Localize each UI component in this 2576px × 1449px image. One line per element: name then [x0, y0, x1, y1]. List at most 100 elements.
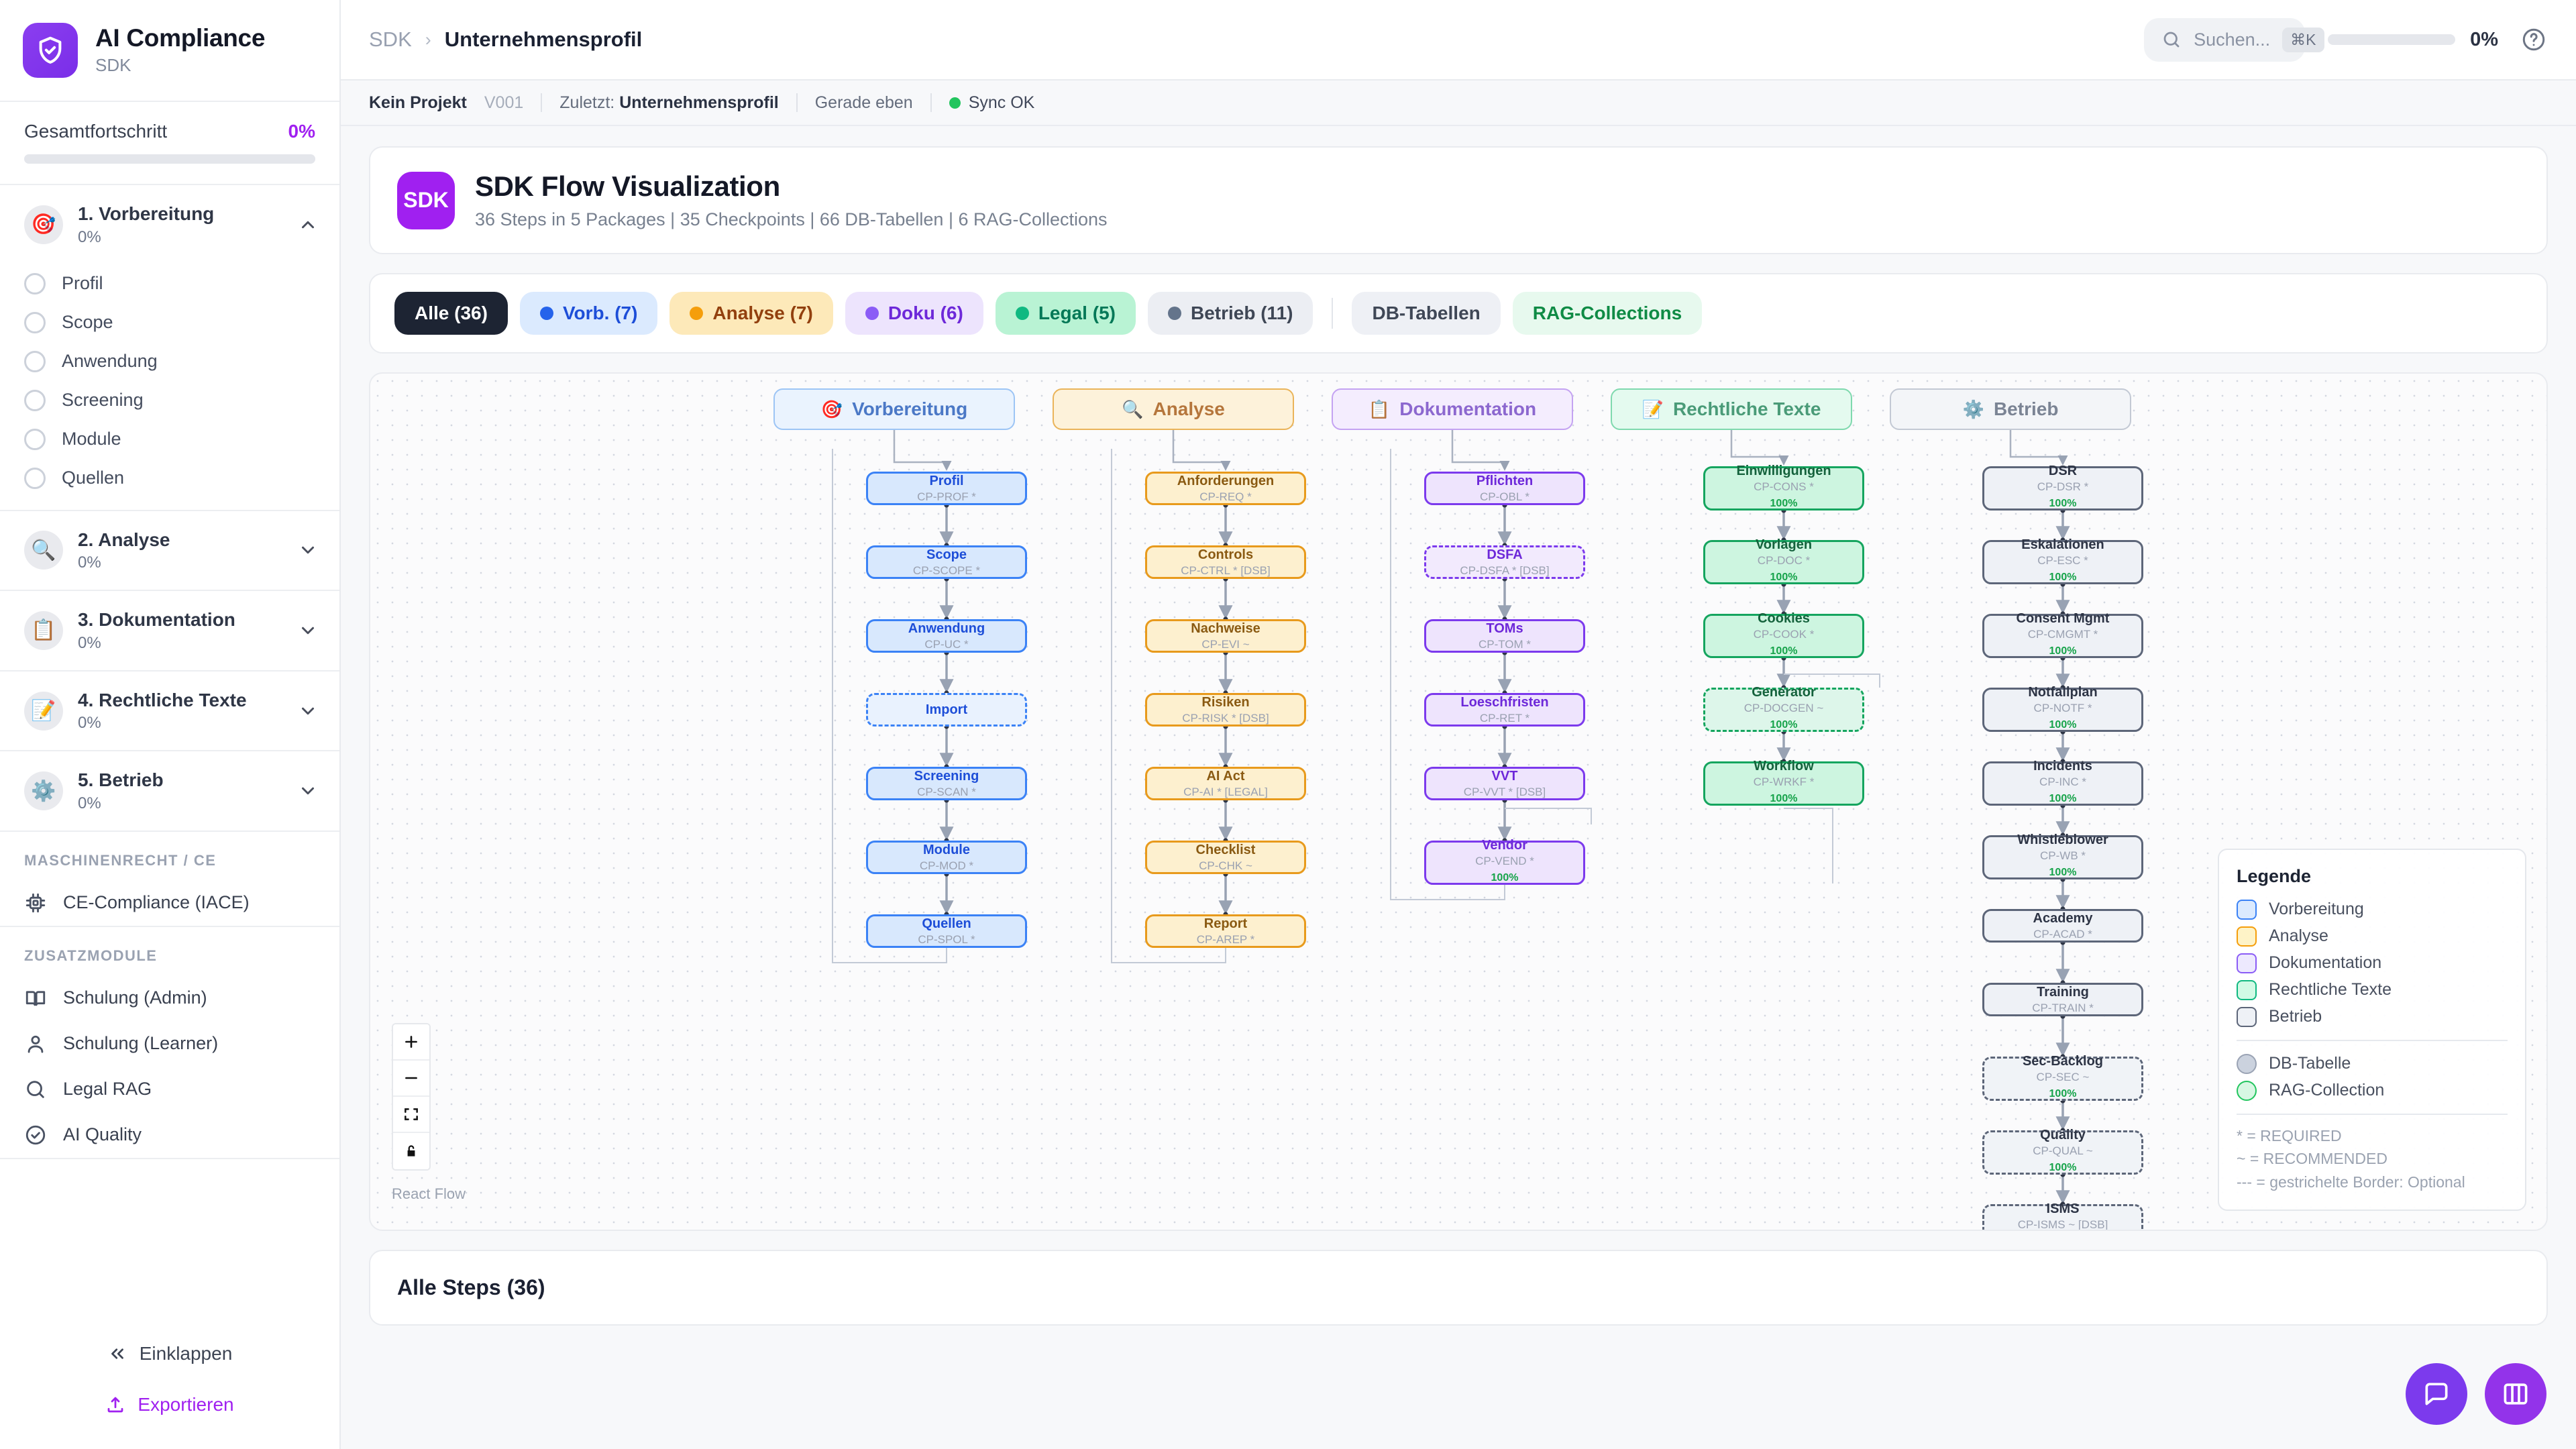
fab-chat[interactable]	[2406, 1363, 2467, 1425]
flow-node-scope[interactable]: Scope CP-SCOPE *	[866, 545, 1027, 579]
flow-node-loeschfristen[interactable]: Loeschfristen CP-RET *	[1424, 693, 1585, 727]
sidebar-phase-vorbereitung[interactable]: 🎯 1. Vorbereitung 0%	[0, 185, 339, 264]
flow-node-notfallplan[interactable]: Notfallplan CP-NOTF * 100%	[1982, 685, 2143, 732]
sidebar-item-schulung-admin[interactable]: Schulung (Admin)	[0, 975, 339, 1021]
flow-node-incidents[interactable]: Incidents CP-INC * 100%	[1982, 759, 2143, 806]
flow-node-screening[interactable]: Screening CP-SCAN *	[866, 767, 1027, 800]
phase-list: 🎯 1. Vorbereitung 0% Profil Scope Anwend…	[0, 185, 339, 832]
legend-swatch-icon	[2237, 1080, 2257, 1101]
filter-pill-legal[interactable]: Legal (5)	[995, 292, 1136, 335]
flow-node-anforderungen[interactable]: Anforderungen CP-REQ *	[1145, 472, 1306, 505]
flow-canvas[interactable]: 🎯 Vorbereitung 🔍 Analyse 📋 Dokumentation…	[369, 372, 2548, 1231]
flow-node-whistleblower[interactable]: Whistleblower CP-WB * 100%	[1982, 833, 2143, 879]
flow-node-academy[interactable]: Academy CP-ACAD *	[1982, 909, 2143, 943]
search-input[interactable]: Suchen... ⌘K	[2144, 17, 2324, 62]
flow-control-fit-view[interactable]	[393, 1097, 429, 1133]
flow-node-training[interactable]: Training CP-TRAIN *	[1982, 983, 2143, 1016]
sidebar-item-quellen[interactable]: Quellen	[0, 459, 339, 498]
flow-node-module[interactable]: Module CP-MOD *	[866, 841, 1027, 874]
flow-control-zoom-in[interactable]	[393, 1024, 429, 1061]
sidebar-item-module[interactable]: Module	[0, 420, 339, 459]
flow-node-quality[interactable]: Quality CP-QUAL ~ 100%	[1982, 1128, 2143, 1175]
sidebar-item-ai-quality[interactable]: AI Quality	[0, 1112, 339, 1158]
sidebar-phase-betrieb[interactable]: ⚙️ 5. Betrieb 0%	[0, 751, 339, 830]
filter-pill-analyse[interactable]: Analyse (7)	[669, 292, 833, 335]
substep-label: Module	[62, 429, 121, 449]
flow-node-quellen[interactable]: Quellen CP-SPOL *	[866, 914, 1027, 948]
book-icon	[25, 991, 46, 1006]
flow-node-einwilligungen[interactable]: Einwilligungen CP-CONS * 100%	[1703, 464, 1864, 511]
flow-node-vendor[interactable]: Vendor CP-VEND * 100%	[1424, 838, 1585, 885]
legend-item-rag-collection: RAG-Collection	[2237, 1077, 2508, 1104]
sidebar-phase-analyse[interactable]: 🔍 2. Analyse 0%	[0, 511, 339, 590]
flow-node-title: VVT	[1491, 768, 1518, 784]
flow-node-import[interactable]: Import	[866, 693, 1027, 727]
filter-pill-doku[interactable]: Doku (6)	[845, 292, 983, 335]
flow-node-title: Vorlagen	[1755, 537, 1813, 553]
sidebar-item-ce-compliance-iace[interactable]: CE-Compliance (IACE)	[0, 880, 339, 926]
flow-header-card: SDK SDK Flow Visualization 36 Steps in 5…	[369, 146, 2548, 254]
filter-pill-vorb[interactable]: Vorb. (7)	[519, 292, 658, 335]
flow-node-controls[interactable]: Controls CP-CTRL * [DSB]	[1145, 545, 1306, 579]
meta-divider-3	[930, 93, 932, 112]
flow-node-title: Loeschfristen	[1460, 694, 1549, 710]
flow-node-dsr[interactable]: DSR CP-DSR * 100%	[1982, 464, 2143, 511]
flow-node-risiken[interactable]: Risiken CP-RISK * [DSB]	[1145, 693, 1306, 727]
sidebar-item-schulung-learner[interactable]: Schulung (Learner)	[0, 1021, 339, 1067]
flow-node-checklist[interactable]: Checklist CP-CHK ~	[1145, 841, 1306, 874]
flow-node-report[interactable]: Report CP-AREP *	[1145, 914, 1306, 948]
breadcrumb-root[interactable]: SDK	[369, 28, 412, 51]
flow-node-toms[interactable]: TOMs CP-TOM *	[1424, 619, 1585, 653]
flow-control-zoom-out[interactable]	[393, 1061, 429, 1097]
collapse-sidebar-button[interactable]: Einklappen	[0, 1328, 339, 1379]
sidebar-item-profil[interactable]: Profil	[0, 264, 339, 303]
project-name: Kein Projekt	[369, 93, 467, 112]
sidebar-phase-dokumentation[interactable]: 📋 3. Dokumentation 0%	[0, 591, 339, 670]
filter-pill-alle[interactable]: Alle (36)	[394, 292, 508, 335]
floating-action-buttons	[2406, 1363, 2546, 1425]
legend-item-label: Dokumentation	[2269, 953, 2382, 972]
page-title: SDK Flow Visualization	[475, 170, 780, 202]
flow-node-profil[interactable]: Profil CP-PROF *	[866, 472, 1027, 505]
flow-controls	[392, 1023, 431, 1171]
search-shortcut: ⌘K	[2282, 27, 2324, 52]
flow-node-vvt[interactable]: VVT CP-VVT * [DSB]	[1424, 767, 1585, 800]
flow-node-ai-act[interactable]: AI Act CP-AI * [LEGAL]	[1145, 767, 1306, 800]
flow-node-generator[interactable]: Generator CP-DOCGEN ~ 100%	[1703, 685, 1864, 732]
flow-node-vorlagen[interactable]: Vorlagen CP-DOC * 100%	[1703, 537, 1864, 584]
flow-node-title: Workflow	[1754, 759, 1814, 774]
flow-node-sec-backlog[interactable]: Sec-Backlog CP-SEC ~ 100%	[1982, 1054, 2143, 1101]
sidebar-item-scope[interactable]: Scope	[0, 303, 339, 342]
flow-node-isms[interactable]: ISMS CP-ISMS ~ [DSB] 100%	[1982, 1201, 2143, 1230]
flow-node-anwendung[interactable]: Anwendung CP-UC *	[866, 619, 1027, 653]
filter-pill-label: Alle (36)	[415, 303, 488, 323]
flow-node-eskalationen[interactable]: Eskalationen CP-ESC * 100%	[1982, 537, 2143, 584]
filter-pill-db-tabellen[interactable]: DB-Tabellen	[1352, 292, 1501, 335]
sidebar-brand[interactable]: AI Compliance SDK	[0, 0, 339, 102]
flow-node-dsfa[interactable]: DSFA CP-DSFA * [DSB]	[1424, 545, 1585, 579]
sidebar-phase-rechtliche-texte[interactable]: 📝 4. Rechtliche Texte 0%	[0, 672, 339, 751]
flow-control-lock[interactable]	[393, 1133, 429, 1169]
flow-node-nachweise[interactable]: Nachweise CP-EVI ~	[1145, 619, 1306, 653]
phase-label-dokumentation: 3. Dokumentation	[78, 609, 235, 631]
sidebar-item-anwendung[interactable]: Anwendung	[0, 342, 339, 381]
flow-node-code: CP-SCAN *	[917, 785, 976, 798]
help-circle-icon[interactable]	[2521, 27, 2546, 52]
flow-node-cookies[interactable]: Cookies CP-COOK * 100%	[1703, 611, 1864, 658]
export-button[interactable]: Exportieren	[0, 1379, 339, 1430]
filter-pill-betrieb[interactable]: Betrieb (11)	[1147, 292, 1313, 335]
filter-pill-label: Doku (6)	[888, 303, 963, 323]
filter-pill-rag-collections[interactable]: RAG-Collections	[1512, 292, 1703, 335]
header-progress-value: 0%	[2470, 28, 2498, 50]
flow-node-code: CP-PROF *	[917, 490, 976, 503]
sidebar-item-label: Schulung (Learner)	[63, 1033, 219, 1054]
flow-node-pflichten[interactable]: Pflichten CP-OBL *	[1424, 472, 1585, 505]
flow-node-consent-mgmt[interactable]: Consent Mgmt CP-CMGMT * 100%	[1982, 611, 2143, 658]
fab-panel[interactable]	[2485, 1363, 2546, 1425]
flow-node-code: CP-OBL *	[1479, 490, 1529, 503]
flow-node-code: CP-RET *	[1479, 711, 1530, 724]
sidebar-item-legal-rag[interactable]: Legal RAG	[0, 1067, 339, 1112]
flow-node-title: Academy	[2033, 910, 2093, 926]
flow-node-workflow[interactable]: Workflow CP-WRKF * 100%	[1703, 759, 1864, 806]
sidebar-item-screening[interactable]: Screening	[0, 381, 339, 420]
